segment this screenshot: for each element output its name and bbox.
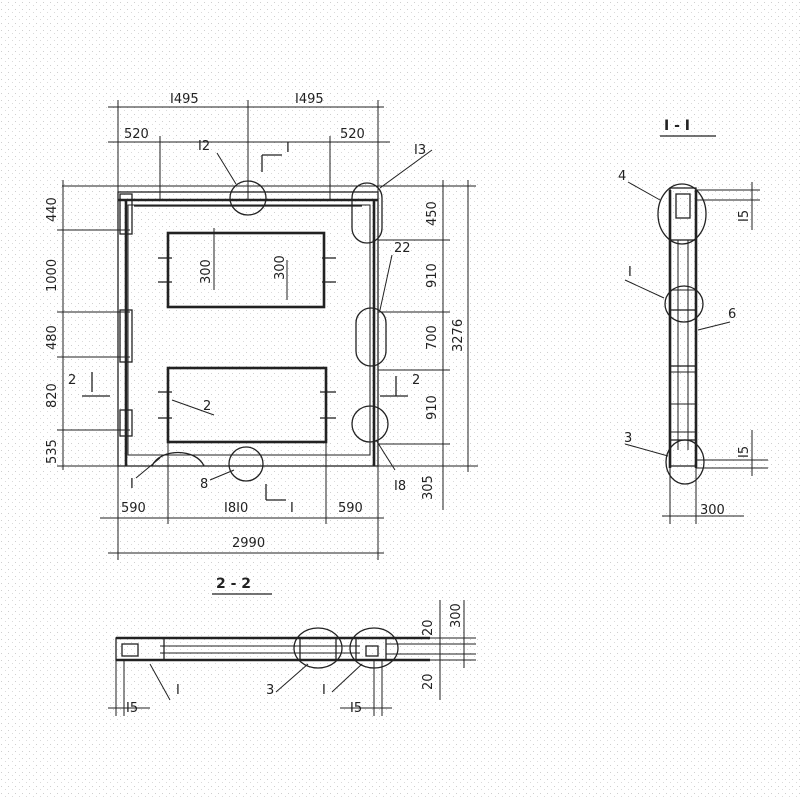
section-2-title: 2 - 2 [216,576,251,592]
section-1-title: I - I [664,118,690,134]
section-mark-2-left: 2 [68,373,76,388]
section-mark-2-right: 2 [412,373,420,388]
callout-12: I2 [198,139,210,154]
callout-13: I3 [414,143,426,158]
section-2-dim-20-top: 20 [421,619,436,636]
dim-overall-height: 3276 [451,319,466,352]
opening-lower [166,366,328,444]
section-1-callout-1: I [628,265,632,280]
dim-right-450: 450 [425,201,440,226]
detail-circle-8 [228,446,264,482]
section-2-dim-15-right: I5 [350,701,362,716]
opening-300-b: 300 [273,255,288,280]
section-mark-1-top: I [286,141,290,156]
callout-1: I [130,477,134,492]
section-2-dim-15-left: I5 [126,701,138,716]
dim-left-535: 535 [45,439,60,464]
section-2-callout-1-right: I [322,683,326,698]
dim-top-right: I495 [295,92,324,107]
section-1-callout-6: 6 [728,307,736,322]
detail-circle-18 [351,405,389,443]
callout-18: I8 [394,479,406,494]
dim-left-480: 480 [45,325,60,350]
dim-right-305: 305 [421,475,436,500]
dim-top-left: I495 [170,92,199,107]
dim-right-910-a: 910 [425,263,440,288]
callout-22: 22 [394,241,411,256]
section-2-2: 2 - 2 [108,576,476,716]
section-2-dim-300: 300 [449,603,464,628]
callout-8: 8 [200,477,208,492]
dim-left-820: 820 [45,383,60,408]
dim-overall-width: 2990 [232,536,265,551]
callout-2: 2 [203,399,211,414]
opening-300-a: 300 [199,259,214,284]
panel-inner-outline [127,204,371,456]
dim-top-520-left: 520 [124,127,149,142]
section-mark-1-bottom: I [290,501,294,516]
dim-left-1000: 1000 [45,259,60,292]
dim-left-440: 440 [45,197,60,222]
dim-right-910-b: 910 [425,395,440,420]
detail-loop-13 [351,182,383,244]
section-1-callout-4: 4 [618,169,626,184]
dim-right-700: 700 [425,325,440,350]
opening-upper [166,231,326,309]
dim-bottom-590-right: 590 [338,501,363,516]
section-1-dim-15-top: I5 [737,210,752,222]
detail-loop-22 [355,307,387,367]
dim-bottom-590-left: 590 [121,501,146,516]
dim-bottom-1810: I8I0 [224,501,248,516]
section-2-callout-1-left: I [176,683,180,698]
section-1-callout-3: 3 [624,431,632,446]
section-1-1: I - I [618,118,768,524]
dim-top-520-right: 520 [340,127,365,142]
section-1-dim-15-bottom: I5 [737,446,752,458]
section-2-dim-20-bottom: 20 [421,673,436,690]
section-1-dim-300: 300 [700,503,725,518]
section-2-callout-3: 3 [266,683,274,698]
plan-view: I495 I495 520 520 I2 I3 I 440 1000 480 8… [45,92,478,560]
